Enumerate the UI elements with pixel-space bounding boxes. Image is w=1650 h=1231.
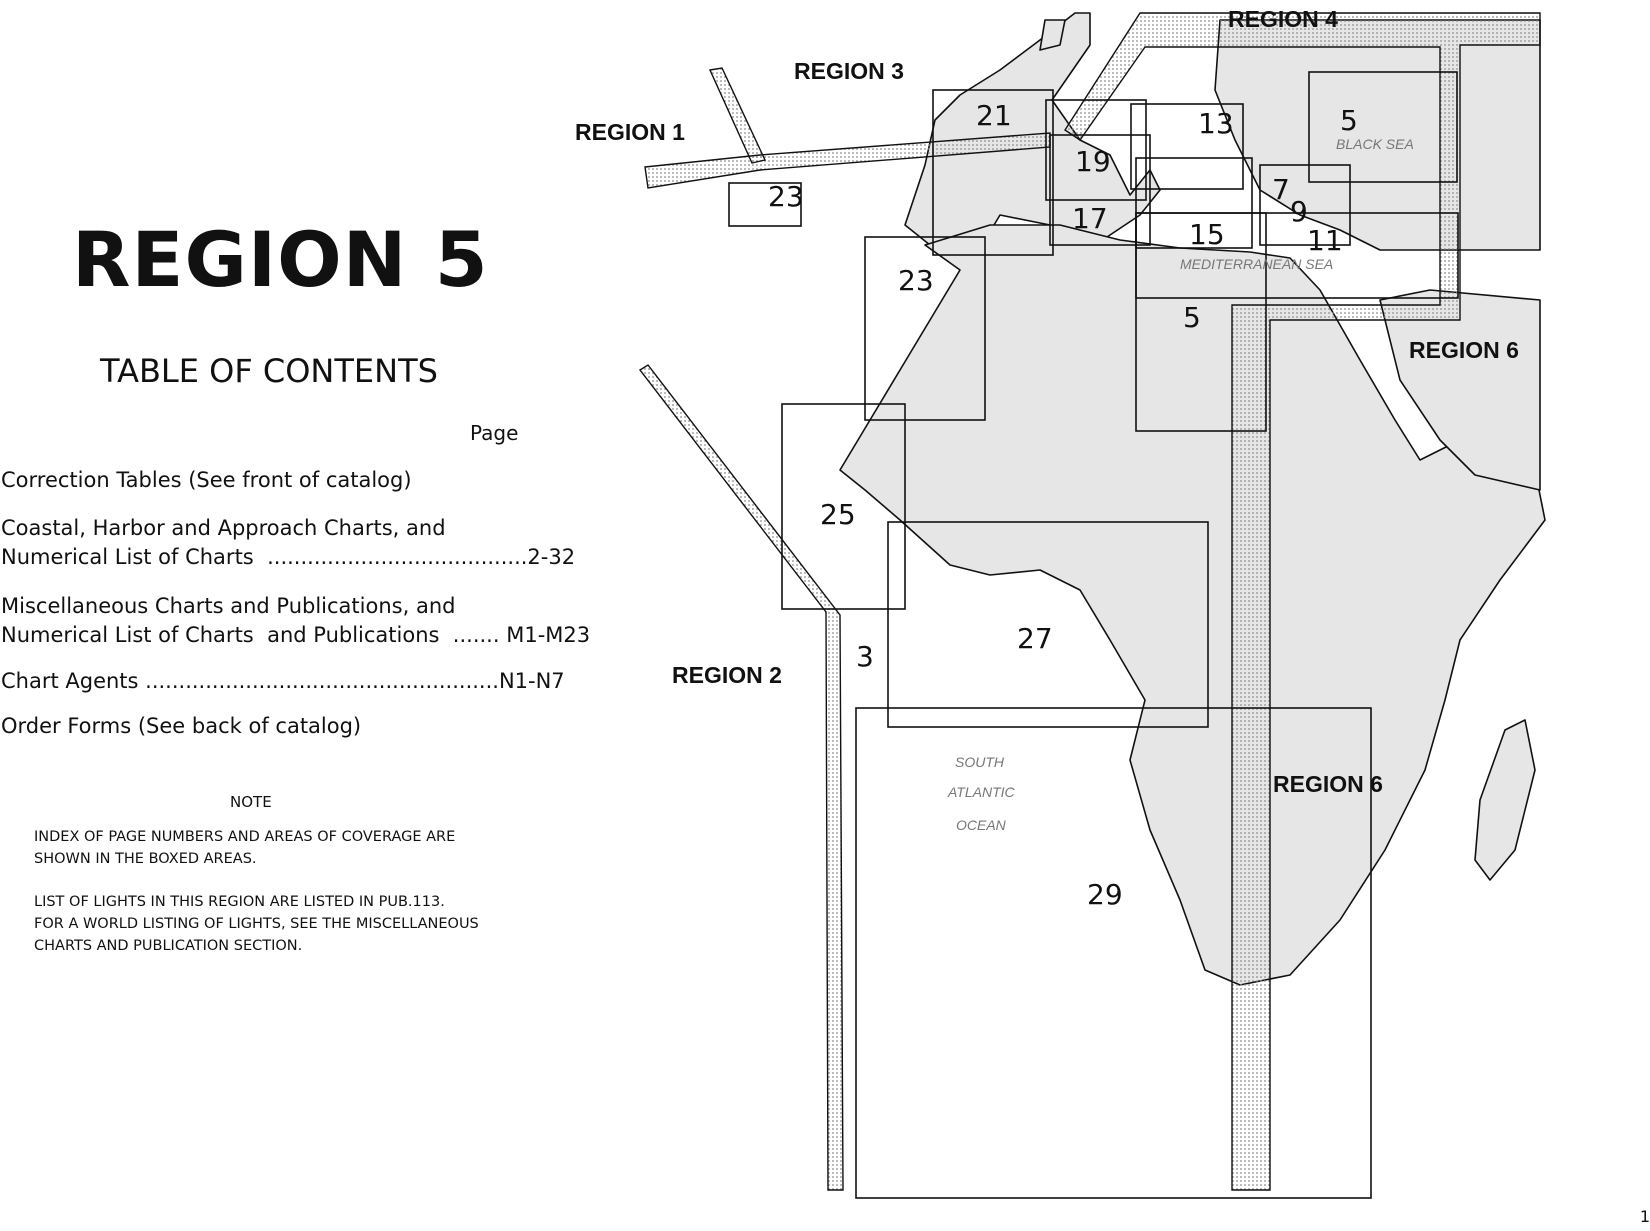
page-number-25[interactable]: 25: [820, 498, 856, 531]
africa-landmass: [839, 224, 1546, 986]
coverage-box-27: [887, 521, 1209, 728]
note-line: SHOWN IN THE BOXED AREAS.: [34, 851, 257, 867]
page-number-15[interactable]: 15: [1189, 218, 1225, 251]
table-of-contents: REGION 5 TABLE OF CONTENTS Page Correcti…: [0, 0, 590, 1231]
page-corner-number: 1: [1639, 1207, 1650, 1226]
coverage-box-25: [781, 403, 906, 610]
madagascar: [1474, 719, 1536, 881]
page-number-11[interactable]: 11: [1307, 224, 1343, 257]
page-number-29[interactable]: 29: [1087, 878, 1123, 911]
page-number-5-black-sea[interactable]: 5: [1340, 104, 1358, 137]
note-line: INDEX OF PAGE NUMBERS AND AREAS OF COVER…: [34, 829, 456, 845]
sea-label-mediterranean: MEDITERRANEAN SEA: [1180, 256, 1333, 272]
region-boundary-region4: [1064, 12, 1541, 1191]
coverage-box-5-med: [1135, 212, 1267, 432]
coverage-box-15: [1135, 157, 1253, 249]
page-column-header: Page: [470, 421, 519, 445]
toc-heading: TABLE OF CONTENTS: [100, 352, 438, 390]
region-label-4: REGION 4: [1228, 6, 1338, 32]
page-title: REGION 5: [72, 215, 489, 304]
toc-entry-correction-tables[interactable]: Correction Tables (See front of catalog): [1, 468, 412, 492]
toc-entry-misc-charts[interactable]: Miscellaneous Charts and Publications, a…: [1, 594, 591, 647]
coverage-boxes: [728, 71, 1459, 1199]
coverage-map: REGION 4 REGION 3 REGION 1 REGION 6 REGI…: [575, 6, 1546, 1199]
east-region-landmass: [1214, 19, 1541, 251]
region-boundary-southwest: [638, 364, 844, 1191]
note-title: NOTE: [230, 793, 272, 811]
toc-entry-chart-agents[interactable]: Chart Agents ...........................…: [1, 669, 565, 693]
british-isles: [1039, 19, 1066, 51]
note-line: FOR A WORLD LISTING OF LIGHTS, SEE THE M…: [34, 916, 479, 932]
page-number-9[interactable]: 9: [1290, 195, 1308, 228]
note-line: LIST OF LIGHTS IN THIS REGION ARE LISTED…: [34, 894, 445, 910]
coverage-box-19: [1045, 99, 1147, 201]
page-number-23-morocco[interactable]: 23: [898, 264, 934, 297]
page-number-13[interactable]: 13: [1198, 107, 1234, 140]
toc-entry-coastal-charts[interactable]: Coastal, Harbor and Approach Charts, and…: [1, 516, 576, 569]
page-number-21[interactable]: 21: [976, 99, 1012, 132]
coverage-box-23-morocco: [864, 236, 986, 421]
sea-label-ocean: OCEAN: [956, 817, 1007, 833]
coverage-box-23-azores: [728, 182, 802, 227]
page-number-23-azores[interactable]: 23: [768, 180, 804, 213]
coverage-box-17: [1049, 134, 1151, 246]
page-number-5-med[interactable]: 5: [1183, 301, 1201, 334]
page-number-17[interactable]: 17: [1072, 202, 1108, 235]
page-number-27[interactable]: 27: [1017, 622, 1053, 655]
region-label-1: REGION 1: [575, 119, 685, 145]
region-label-3: REGION 3: [794, 58, 904, 84]
coverage-box-21: [932, 89, 1054, 256]
region-boundary-northwest: [708, 67, 767, 164]
sea-label-south: SOUTH: [955, 754, 1005, 770]
coverage-box-7-9: [1259, 164, 1351, 246]
region-label-6-south: REGION 6: [1273, 771, 1383, 797]
region-label-2: REGION 2: [672, 662, 782, 688]
page-number-3[interactable]: 3: [856, 640, 874, 673]
note-line: CHARTS AND PUBLICATION SECTION.: [34, 938, 303, 954]
coverage-box-black-sea: [1308, 71, 1458, 183]
page-number-7[interactable]: 7: [1272, 173, 1290, 206]
coverage-box-29: [855, 707, 1372, 1199]
coverage-box-13: [1130, 103, 1244, 190]
region-boundaries: [638, 12, 1541, 1191]
land-masses: [839, 12, 1546, 986]
page-number-19[interactable]: 19: [1075, 145, 1111, 178]
region-label-6-north: REGION 6: [1409, 337, 1519, 363]
toc-entry-order-forms[interactable]: Order Forms (See back of catalog): [1, 714, 362, 738]
sea-label-atlantic: ATLANTIC: [947, 784, 1016, 800]
sea-label-black-sea: BLACK SEA: [1336, 136, 1414, 152]
